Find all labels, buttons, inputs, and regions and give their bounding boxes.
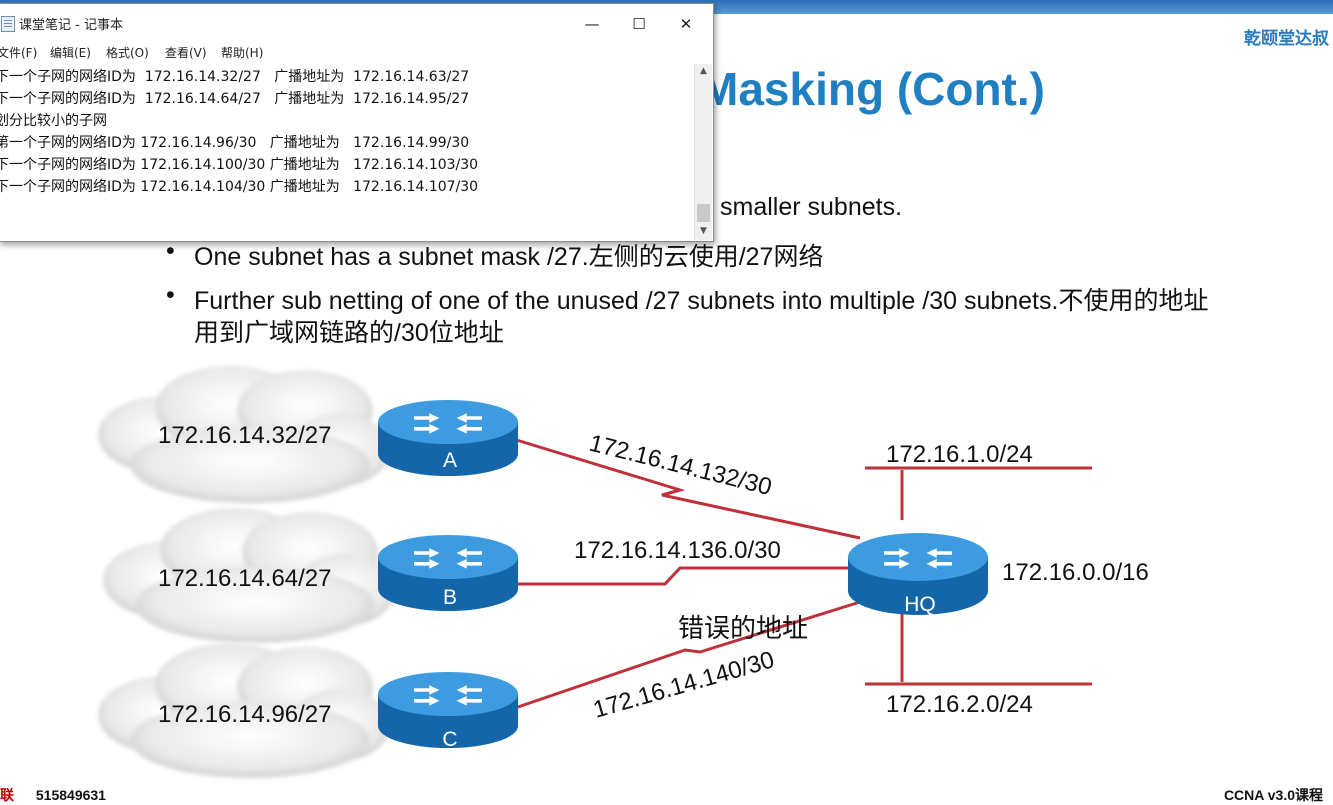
wrong-address-annotation: 错误的地址 [678, 614, 808, 644]
menu-help[interactable]: 帮助(H) [221, 46, 264, 60]
router-a-label: A [443, 449, 457, 472]
menu-format[interactable]: 格式(O) [106, 46, 149, 60]
menu-file[interactable]: 文件(F) [0, 46, 38, 60]
notepad-menubar: 文件(F) 编辑(E) 格式(O) 查看(V) 帮助(H) [0, 42, 713, 62]
text-line: 划分比较小的子网 [0, 113, 107, 129]
text-line: 下一个子网的网络ID为 172.16.14.64/27 广播地址为 172.16… [0, 91, 470, 107]
cloud-a-label: 172.16.14.32/27 [158, 422, 332, 449]
scroll-thumb[interactable] [697, 204, 710, 222]
vertical-scrollbar[interactable]: ▲ ▼ [694, 64, 712, 240]
router-c-label: C [442, 728, 457, 751]
bullet-text-line2: 用到广域网链路的/30位地址 [194, 319, 504, 347]
menu-view[interactable]: 查看(V) [165, 46, 207, 60]
lan-top-label: 172.16.1.0/24 [886, 441, 1033, 468]
router-c[interactable] [378, 672, 518, 748]
footer-left: 联 515849631 [0, 785, 106, 805]
footer-right: CCNA v3.0课程 [1223, 787, 1323, 803]
notepad-text-area[interactable]: 下一个子网的网络ID为 172.16.14.32/27 广播地址为 172.16… [0, 64, 693, 240]
bullet-text: One subnet has a subnet mask /27.左侧的云使用/… [194, 243, 824, 271]
cloud-c [98, 643, 390, 778]
router-hq-label: HQ [904, 593, 936, 616]
bullet-dot-icon: • [166, 281, 175, 309]
scroll-up-icon[interactable]: ▲ [700, 66, 707, 76]
cloud-a [98, 366, 390, 503]
scroll-down-icon[interactable]: ▼ [700, 226, 707, 236]
minimize-button[interactable]: — [584, 15, 600, 33]
notepad-titlebar[interactable]: 课堂笔记 - 记事本 — ☐ ✕ [0, 4, 713, 38]
maximize-button[interactable]: ☐ [632, 15, 646, 33]
bullet-item: • Further sub netting of one of the unus… [166, 281, 1209, 317]
slide-title: Masking (Cont.) [700, 63, 1045, 115]
footer-left-number: 515849631 [35, 787, 106, 803]
footer-left-red: 联 [0, 787, 14, 803]
text-line: 下一个子网的网络ID为 172.16.14.100/30 广播地址为 172.1… [0, 157, 479, 173]
text-line: 下一个子网的网络ID为 172.16.14.32/27 广播地址为 172.16… [0, 69, 470, 85]
notepad-icon [1, 16, 15, 32]
router-b-label: B [443, 586, 457, 609]
cloud-b [103, 508, 395, 643]
link-c-label: 172.16.14.140/30 [590, 646, 777, 723]
bullet-dot-icon: • [166, 237, 175, 265]
router-b[interactable] [378, 535, 518, 611]
brand-logo-text: 乾颐堂达叔 [1244, 29, 1329, 49]
lan-hq-label: 172.16.0.0/16 [1002, 559, 1149, 586]
bullet-item: • One subnet has a subnet mask /27.左侧的云使… [166, 237, 824, 273]
bullet-text: Further sub netting of one of the unused… [194, 287, 1209, 315]
link-b-label: 172.16.14.136.0/30 [574, 537, 781, 564]
router-a[interactable] [378, 400, 518, 476]
menu-edit[interactable]: 编辑(E) [50, 46, 91, 60]
network-diagram: A B C HQ 172.16.14.32/27 172.16.14.64/27… [98, 366, 1149, 778]
close-button[interactable]: ✕ [679, 15, 693, 33]
text-line: 第一个子网的网络ID为 172.16.14.96/30 广播地址为 172.16… [0, 135, 470, 151]
wan-links [509, 436, 1092, 710]
bullet-continuation: smaller subnets. [720, 193, 903, 221]
router-hq[interactable] [848, 533, 988, 615]
notepad-window[interactable]: 课堂笔记 - 记事本 — ☐ ✕ 文件(F) 编辑(E) 格式(O) 查看(V)… [0, 3, 714, 242]
cloud-b-label: 172.16.14.64/27 [158, 565, 332, 592]
text-line: 下一个子网的网络ID为 172.16.14.104/30 广播地址为 172.1… [0, 179, 479, 195]
cloud-c-label: 172.16.14.96/27 [158, 701, 332, 728]
notepad-title: 课堂笔记 - 记事本 [19, 18, 123, 33]
lan-bottom-label: 172.16.2.0/24 [886, 691, 1033, 718]
